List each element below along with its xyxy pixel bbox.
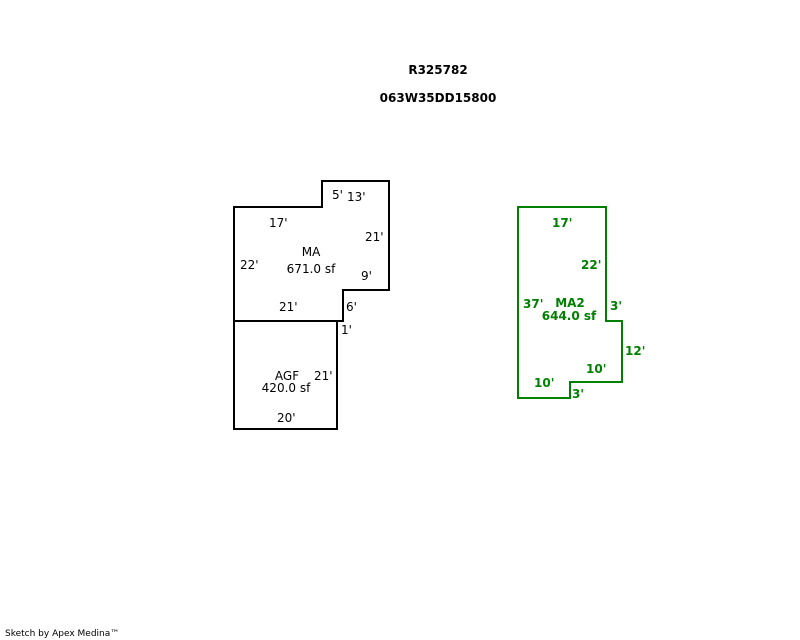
footer-credit: Sketch by Apex Medina™	[5, 629, 119, 639]
ma2-dim: 22'	[581, 258, 601, 272]
ma2-dim: 37'	[523, 297, 543, 311]
ma2-area: 644.0 sf	[542, 309, 597, 323]
ma-dim: 6'	[346, 300, 357, 314]
ma-dim: 21'	[365, 230, 384, 244]
ma2-outline	[517, 206, 623, 399]
agf-area: 420.0 sf	[262, 381, 311, 395]
ma2-dim: 3'	[572, 387, 584, 401]
ma-dim: 21'	[279, 300, 298, 314]
agf-dim: 21'	[314, 369, 333, 383]
ma-dim: 13'	[347, 190, 366, 204]
map-number: 063W35DD15800	[380, 91, 497, 105]
ma2-dim: 10'	[586, 362, 606, 376]
agf-dim: 1'	[341, 323, 352, 337]
ma-area: 671.0 sf	[287, 262, 336, 276]
parcel-id: R325782	[408, 63, 467, 77]
ma2-dim: 17'	[552, 216, 572, 230]
agf-dim: 20'	[277, 411, 296, 425]
ma-dim: 5'	[332, 188, 343, 202]
ma-label: MA	[302, 245, 321, 259]
ma-dim: 22'	[240, 258, 259, 272]
ma2-dim: 10'	[534, 376, 554, 390]
ma2-dim: 3'	[610, 299, 622, 313]
ma-dim: 17'	[269, 216, 288, 230]
ma-dim: 9'	[361, 269, 372, 283]
ma2-label: MA2	[555, 296, 585, 310]
ma2-dim: 12'	[625, 344, 645, 358]
agf-outline	[233, 320, 338, 430]
agf-label: AGF	[275, 369, 299, 383]
